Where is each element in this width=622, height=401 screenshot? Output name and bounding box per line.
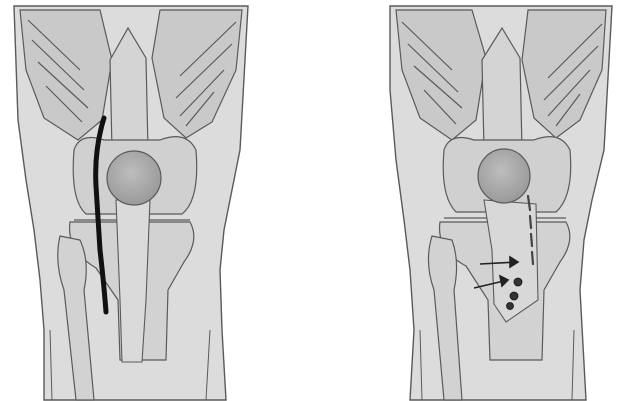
patella	[478, 149, 530, 203]
right-knee-panel	[390, 6, 612, 400]
patella	[107, 151, 161, 205]
left-knee-panel	[14, 6, 248, 400]
